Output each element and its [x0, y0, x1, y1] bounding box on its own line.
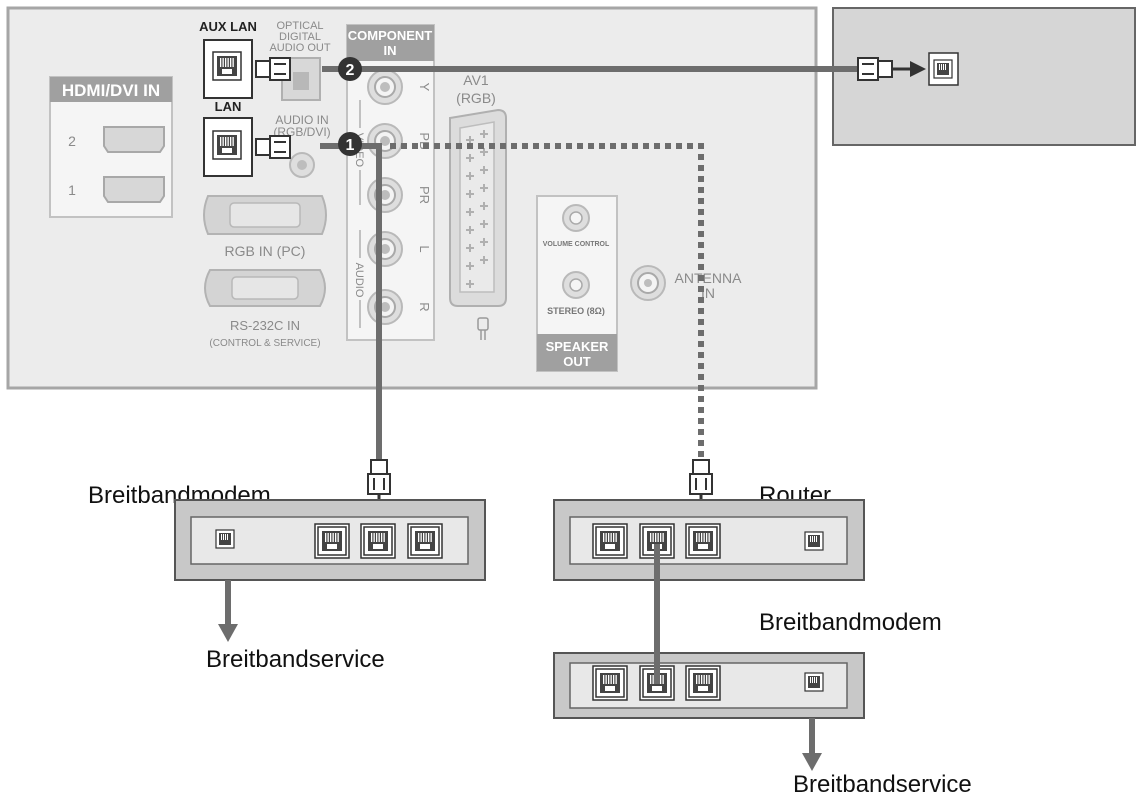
stereo-jack-core — [569, 278, 583, 292]
modem-right-lan-port-3 — [685, 665, 721, 701]
hdmi-port-1 — [103, 176, 165, 203]
wall-jack-icon — [933, 59, 953, 79]
modem-right-lan-port-1 — [592, 665, 628, 701]
audio-l-label: L — [417, 245, 432, 252]
cable-2-plug-tv-icon — [255, 57, 291, 81]
modem-left-lan-port-2 — [360, 523, 396, 559]
hdmi-header-bar — [50, 77, 172, 102]
component-y-label: Y — [417, 83, 432, 92]
router-lan-port-1 — [592, 523, 628, 559]
speaker-out-label-1: SPEAKER — [546, 339, 609, 354]
modem-right-service-label: Breitbandservice — [793, 771, 972, 796]
rgb-in-port-face — [229, 202, 301, 228]
cable-2-arrow-wall — [910, 61, 926, 77]
optical-label-2: DIGITAL — [279, 31, 321, 43]
modem-right-service-arrow — [802, 753, 822, 771]
audio-in-jack-core — [297, 160, 307, 170]
stereo-label: STEREO (8Ω) — [547, 306, 605, 316]
marker-2-circle — [338, 57, 362, 81]
optical-port-window — [293, 72, 309, 90]
hdmi-header-label: HDMI/DVI IN — [62, 81, 160, 100]
lan-label: LAN — [215, 99, 242, 114]
modem-right-label: Breitbandmodem — [759, 609, 942, 636]
speaker-out-header-bar — [537, 334, 617, 371]
speaker-out-label-2: OUT — [563, 354, 591, 369]
audio-in-label-1: AUDIO IN — [275, 113, 328, 127]
cable-1-dotted — [390, 143, 704, 460]
component-pb-jack — [367, 123, 403, 159]
audio-r-label: R — [417, 302, 432, 311]
router-lan-port-3 — [685, 523, 721, 559]
lan-jack-icon — [212, 130, 242, 160]
optical-label-3: AUDIO OUT — [269, 42, 330, 54]
modem-left-line-port-icon — [215, 529, 235, 549]
antenna-label-2: IN — [701, 285, 715, 301]
rgb-in-label: RGB IN (PC) — [225, 243, 306, 259]
component-header-bar — [347, 25, 434, 61]
volume-control-label: VOLUME CONTROL — [543, 241, 610, 248]
marker-1-circle — [338, 132, 362, 156]
hdmi-port-2 — [103, 126, 165, 153]
av1-label-2: (RGB) — [456, 90, 496, 106]
audio-r-jack — [367, 289, 403, 325]
antenna-label-1: ANTENNA — [675, 270, 743, 286]
modem-left-lan-port-1 — [314, 523, 350, 559]
av1-label-1: AV1 — [463, 72, 489, 88]
component-pr-jack — [367, 177, 403, 213]
cable-1-plug-tv-icon — [255, 135, 291, 159]
cable-2-plug-wall-icon — [857, 57, 893, 81]
scart-pin-symbol-icon — [477, 317, 489, 340]
hdmi-port-2-label: 2 — [68, 133, 76, 149]
router-wan-port-icon — [804, 531, 824, 551]
antenna-jack-core — [644, 279, 652, 287]
aux-lan-label: AUX LAN — [199, 19, 257, 34]
component-y-jack — [367, 69, 403, 105]
component-label-1: COMPONENT — [348, 28, 433, 43]
hdmi-group: HDMI/DVI IN 2 1 — [49, 76, 173, 218]
modem-left-service-arrow — [218, 624, 238, 642]
volume-control-jack-core — [569, 211, 583, 225]
marker-2: 2 — [346, 62, 355, 79]
cable-1-plug-modem-icon — [367, 459, 391, 495]
component-label-2: IN — [384, 43, 397, 58]
audio-label: AUDIO — [353, 263, 365, 298]
marker-1: 1 — [346, 137, 355, 154]
cable-1-plug-router-icon — [689, 459, 713, 495]
optical-label-1: OPTICAL — [276, 20, 323, 32]
aux-lan-jack-icon — [212, 51, 242, 81]
rs232-port-face — [231, 276, 299, 300]
rs232-label-1: RS-232C IN — [230, 318, 300, 333]
audio-l-jack — [367, 231, 403, 267]
modem-left-lan-port-3 — [407, 523, 443, 559]
hdmi-port-1-label: 1 — [68, 182, 76, 198]
av1-scart-pins — [466, 130, 488, 288]
av1-scart-inner — [459, 121, 495, 293]
component-pr-label: PR — [417, 186, 432, 204]
rs232-label-2: (CONTROL & SERVICE) — [209, 338, 320, 349]
modem-right-line-port-icon — [804, 672, 824, 692]
modem-left-service-label: Breitbandservice — [206, 646, 385, 673]
